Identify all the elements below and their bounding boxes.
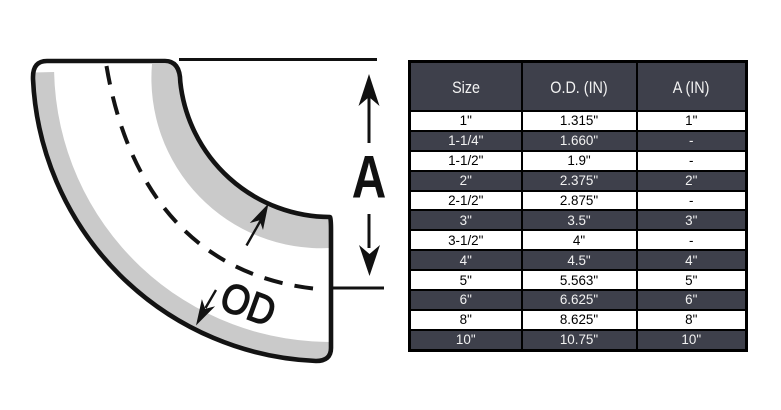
svg-text:A: A: [352, 143, 387, 211]
